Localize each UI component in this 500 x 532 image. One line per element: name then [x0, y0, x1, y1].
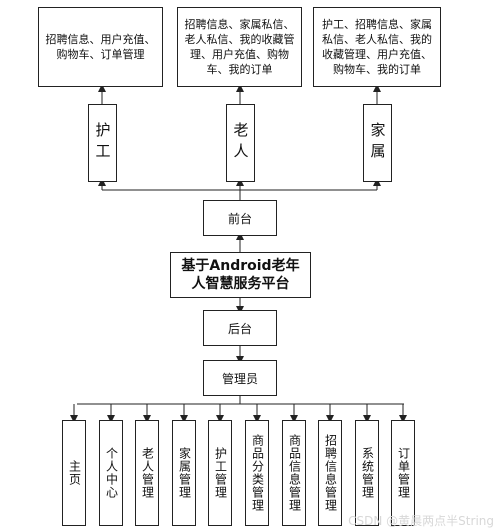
module-5: 商品分类管理 — [245, 420, 269, 526]
module-2: 老人管理 — [135, 420, 159, 526]
top-box-family-text: 护工、招聘信息、家属私信、老人私信、我的收藏管理、用户充值、购物车、我的订单 — [322, 18, 432, 76]
module-1: 个人中心 — [99, 420, 123, 526]
role-caregiver: 护工 — [88, 104, 117, 182]
frontend-box: 前台 — [203, 200, 277, 236]
admin-box: 管理员 — [203, 360, 277, 396]
role-family: 家属 — [363, 104, 392, 182]
module-0: 主页 — [62, 420, 86, 526]
top-box-caregiver: 招聘信息、用户充值、购物车、订单管理 — [38, 7, 163, 87]
module-3: 家属管理 — [172, 420, 196, 526]
module-4: 护工管理 — [208, 420, 232, 526]
role-elderly: 老人 — [226, 104, 255, 182]
top-box-elderly: 招聘信息、家属私信、老人私信、我的收藏管理、用户充值、购物车、我的订单 — [177, 7, 302, 87]
watermark: CSDN @黄晨两点半String — [348, 514, 494, 528]
module-9: 订单管理 — [391, 420, 415, 526]
top-box-elderly-text: 招聘信息、家属私信、老人私信、我的收藏管理、用户充值、购物车、我的订单 — [184, 18, 295, 76]
module-8: 系统管理 — [355, 420, 379, 526]
module-7: 招聘信息管理 — [318, 420, 342, 526]
module-6: 商品信息管理 — [282, 420, 306, 526]
top-box-family: 护工、招聘信息、家属私信、老人私信、我的收藏管理、用户充值、购物车、我的订单 — [313, 7, 441, 87]
backend-box: 后台 — [203, 310, 277, 346]
platform-box: 基于Android老年人智慧服务平台 — [170, 252, 311, 298]
top-box-caregiver-text: 招聘信息、用户充值、购物车、订单管理 — [45, 33, 156, 61]
